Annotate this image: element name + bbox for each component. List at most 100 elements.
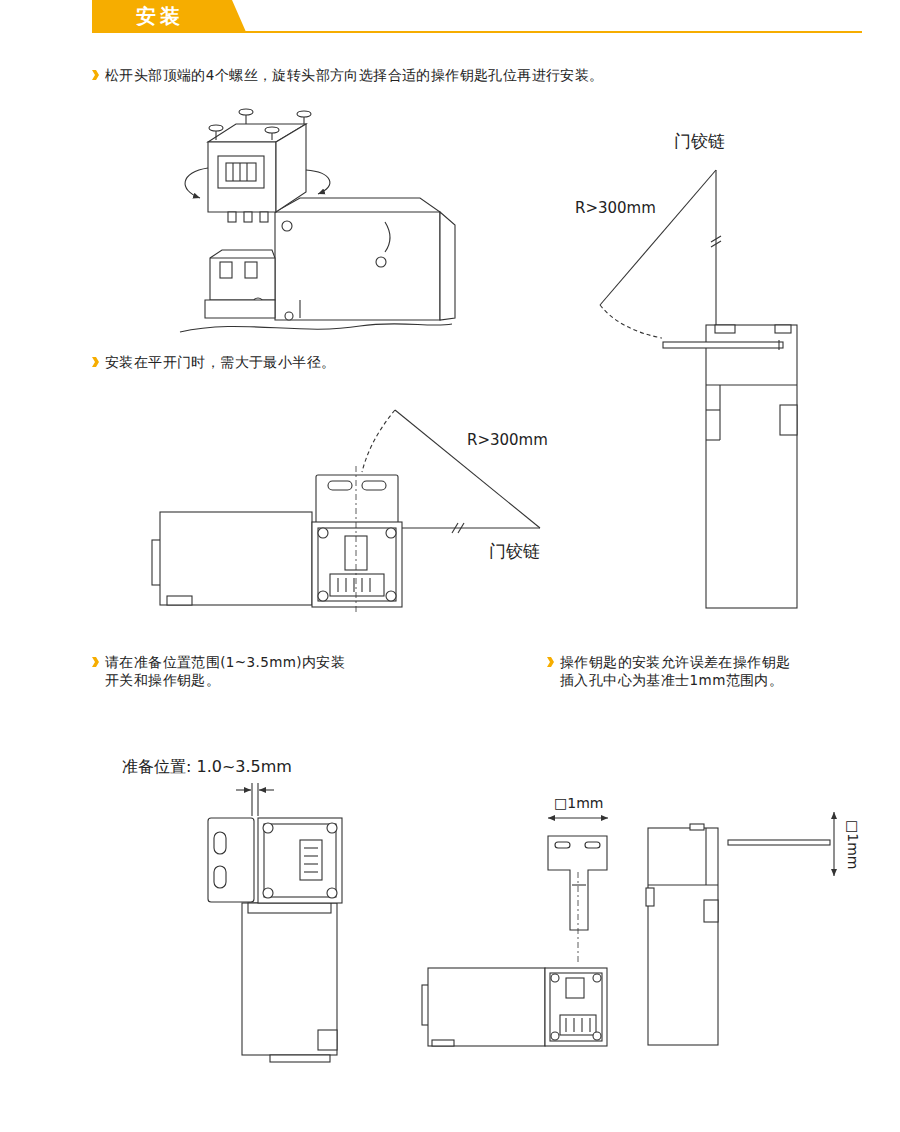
key-tolerance-front-figure <box>578 872 579 962</box>
head-rotation-figure <box>185 168 208 198</box>
bullet-mark <box>92 70 554 667</box>
radius-dimension: R>300mm <box>465 430 550 450</box>
key-tolerance-side-figure <box>833 830 834 858</box>
key-tolerance-side-figure <box>648 884 718 885</box>
key-tolerance-front-figure <box>548 836 607 930</box>
head-rotation-figure <box>385 222 390 252</box>
key-tolerance-front-figure <box>565 1018 566 1032</box>
bullet-mark <box>92 70 99 80</box>
head-rotation-figure <box>276 124 306 212</box>
bullet-mark <box>92 657 99 667</box>
key-tolerance-front-figure <box>545 968 607 1046</box>
preparation-position-figure <box>258 818 342 903</box>
head-rotation-figure <box>239 109 253 115</box>
key-tolerance-front-figure <box>428 968 545 1046</box>
head-rotation-figure <box>210 250 275 300</box>
key-tolerance-front-figure <box>422 818 608 1046</box>
head-rotation-figure <box>205 300 275 318</box>
side-view-hinge-figure <box>778 340 779 350</box>
key-tolerance-front-figure <box>555 842 570 848</box>
head-rotation-figure <box>246 163 247 181</box>
side-view-hinge-figure <box>600 170 797 608</box>
tolerance-dimension: □1mm <box>843 818 862 871</box>
head-rotation-figure <box>228 212 236 222</box>
head-rotation-figure <box>282 221 292 231</box>
key-tolerance-side-figure <box>690 824 704 830</box>
front-view-hinge-figure <box>328 481 352 490</box>
header-banner <box>92 0 862 32</box>
front-view-hinge-figure <box>318 528 396 601</box>
key-tolerance-front-figure <box>560 1015 596 1035</box>
preparation-position-figure <box>259 789 274 790</box>
key-tolerance-front-figure <box>585 842 600 848</box>
preparation-position-figure <box>263 823 273 833</box>
head-rotation-figure <box>209 125 223 131</box>
preparation-position-figure <box>214 866 226 888</box>
preparation-position-figure <box>257 783 258 816</box>
front-view-hinge-figure <box>337 578 338 592</box>
head-rotation-figure <box>180 324 452 332</box>
front-view-hinge-figure <box>312 522 402 607</box>
bullet-mark <box>547 657 554 667</box>
preparation-position-figure <box>214 832 226 854</box>
preparation-position-figure <box>304 855 318 856</box>
head-rotation-figure <box>265 127 279 133</box>
head-rotation-figure <box>210 257 275 258</box>
key-tolerance-front-figure <box>551 1032 559 1040</box>
key-tolerance-front-figure <box>566 978 584 998</box>
key-tolerance-side-figure <box>704 900 718 922</box>
side-view-hinge-figure <box>706 439 720 440</box>
preparation-position-figure <box>327 823 337 833</box>
side-view-hinge-figure <box>663 342 783 348</box>
key-tolerance-front-figure <box>581 1018 582 1032</box>
key-tolerance-front-figure <box>551 974 559 982</box>
key-tolerance-front-figure <box>550 973 602 1041</box>
radius-dimension: R>300mm <box>573 198 658 218</box>
key-tolerance-side-figure <box>646 888 654 906</box>
key-tolerance-front-figure <box>572 884 586 885</box>
head-rotation-figure <box>260 212 268 222</box>
front-view-hinge-figure <box>400 527 540 528</box>
instruction-text: 请在准备位置范围(1~3.5mm)内安装 开关和操作钥匙。 <box>103 653 407 689</box>
side-view-hinge-figure <box>706 409 720 410</box>
front-view-hinge-figure <box>316 475 398 525</box>
front-view-hinge-figure <box>452 523 458 533</box>
preparation-position-figure <box>208 818 254 902</box>
head-rotation-figure <box>226 163 256 181</box>
front-view-hinge-figure <box>330 574 384 596</box>
head-rotation-figure <box>245 262 257 278</box>
side-view-hinge-figure <box>711 241 721 247</box>
front-view-hinge-figure <box>318 591 328 601</box>
head-rotation-figure <box>275 198 440 320</box>
side-view-hinge-figure <box>780 405 797 435</box>
head-rotation-figure <box>306 170 330 194</box>
head-rotation-figure <box>299 300 300 318</box>
preparation-position-figure <box>327 888 337 898</box>
preparation-position-figure <box>270 1055 330 1062</box>
preparation-position-figure <box>248 903 331 913</box>
front-view-hinge-figure <box>458 523 464 533</box>
preparation-position-figure <box>304 863 318 864</box>
key-tolerance-side-figure <box>728 840 830 845</box>
front-view-hinge-figure <box>386 528 396 538</box>
front-view-hinge-figure <box>362 410 395 472</box>
header-banner <box>92 0 246 32</box>
key-tolerance-front-figure <box>573 1018 574 1032</box>
key-tolerance-side-figure <box>648 828 718 1045</box>
preparation-position-figure <box>251 783 252 816</box>
tolerance-dimension: □1mm <box>552 794 605 813</box>
section-title: 安装 <box>136 3 184 30</box>
side-view-hinge-figure <box>719 385 720 440</box>
key-tolerance-front-figure <box>589 1018 590 1032</box>
side-view-hinge-figure <box>706 325 797 608</box>
head-rotation-figure <box>232 163 233 181</box>
head-rotation-figure <box>297 111 311 117</box>
hinge-label: 门铰链 <box>672 130 727 153</box>
side-view-hinge-figure <box>600 170 716 305</box>
preparation-position-figure <box>242 903 337 1055</box>
key-tolerance-side-figure <box>833 812 834 830</box>
key-tolerance-front-figure <box>593 1032 601 1040</box>
front-view-hinge-figure <box>160 512 312 605</box>
key-tolerance-front-figure <box>432 1040 454 1046</box>
